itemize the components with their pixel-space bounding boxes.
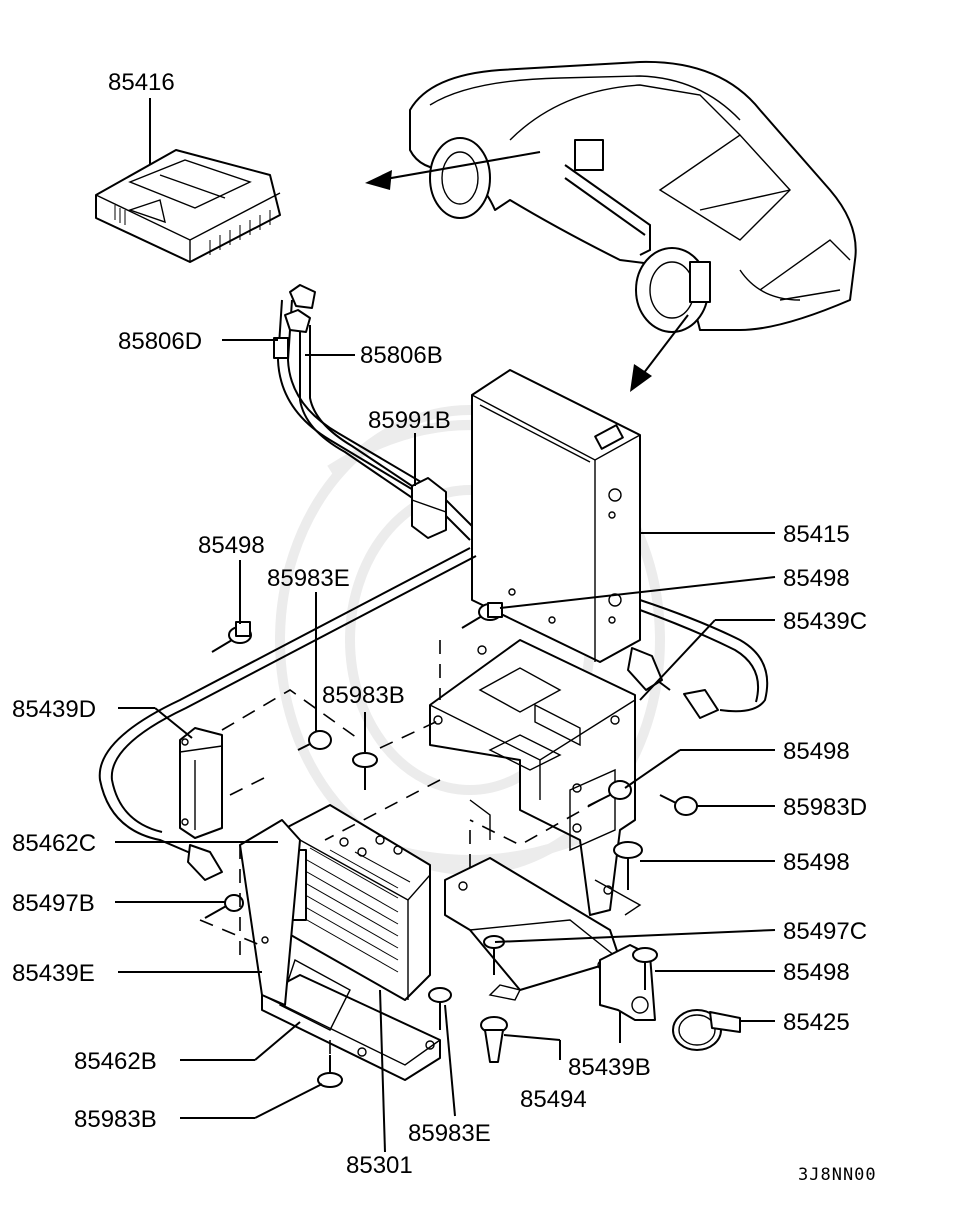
label-85494: 85494 bbox=[520, 1086, 587, 1113]
tray-85497C bbox=[444, 857, 621, 1001]
label-85498-c: 85498 bbox=[783, 738, 850, 765]
bracket-85439B bbox=[599, 944, 656, 1021]
figure-code: 3J8NN00 bbox=[798, 1165, 877, 1185]
label-85497B: 85497B bbox=[12, 890, 95, 917]
bracket-85462B bbox=[261, 958, 441, 1081]
clip-85494 bbox=[480, 1016, 508, 1063]
label-85497C: 85497C bbox=[783, 918, 867, 945]
ecu-85301 bbox=[281, 804, 431, 1001]
label-85983E-b: 85983E bbox=[408, 1120, 491, 1147]
bracket-85439D bbox=[179, 727, 223, 839]
label-85806D: 85806D bbox=[118, 328, 202, 355]
bolt-85983B-a bbox=[352, 752, 378, 790]
bolt-85498-a bbox=[211, 621, 252, 653]
label-85983D: 85983D bbox=[783, 794, 867, 821]
label-85462B: 85462B bbox=[74, 1048, 157, 1075]
label-85439C: 85439C bbox=[783, 608, 867, 635]
leader-lines bbox=[115, 98, 776, 1153]
screw-85497B bbox=[204, 894, 244, 919]
plate-85439E bbox=[239, 819, 301, 1006]
bolt-85983D bbox=[659, 794, 698, 816]
label-85439E: 85439E bbox=[12, 960, 95, 987]
bolt-85498-b bbox=[461, 602, 503, 629]
screw-85497C bbox=[483, 935, 505, 975]
antenna-cables bbox=[273, 284, 479, 541]
label-85439B: 85439B bbox=[568, 1054, 651, 1081]
bolt-85498-e bbox=[632, 947, 658, 990]
part-labels: 85416 85806D 85806B 85991B 85415 85498 8… bbox=[12, 69, 877, 1185]
label-85498-b: 85498 bbox=[783, 565, 850, 592]
unit-85415 bbox=[471, 369, 641, 663]
car-outline bbox=[409, 60, 857, 333]
label-85415: 85415 bbox=[783, 521, 850, 548]
bolt-85983E-b bbox=[428, 987, 452, 1030]
label-85425: 85425 bbox=[783, 1009, 850, 1036]
label-85806B: 85806B bbox=[360, 342, 443, 369]
label-85301: 85301 bbox=[346, 1152, 413, 1179]
label-85991B: 85991B bbox=[368, 407, 451, 434]
label-85983B-a: 85983B bbox=[322, 682, 405, 709]
bolt-85983B-b bbox=[317, 1055, 343, 1088]
label-85439D: 85439D bbox=[12, 696, 96, 723]
cable-85462C bbox=[98, 547, 477, 881]
cable-tie-85425 bbox=[672, 1009, 741, 1051]
locator-arrows bbox=[365, 151, 689, 392]
label-85983B-b: 85983B bbox=[74, 1106, 157, 1133]
assembly-dash-lines bbox=[199, 640, 601, 1055]
bolt-85983E-a bbox=[297, 730, 332, 751]
label-85498-d: 85498 bbox=[783, 849, 850, 876]
mounting-bracket bbox=[429, 639, 642, 916]
label-85983E-a: 85983E bbox=[267, 565, 350, 592]
label-85462C: 85462C bbox=[12, 830, 96, 857]
label-85498-a: 85498 bbox=[198, 532, 265, 559]
label-85416: 85416 bbox=[108, 69, 175, 96]
bolt-85498-d bbox=[613, 841, 643, 890]
label-85498-e: 85498 bbox=[783, 959, 850, 986]
module-85416 bbox=[95, 149, 281, 263]
